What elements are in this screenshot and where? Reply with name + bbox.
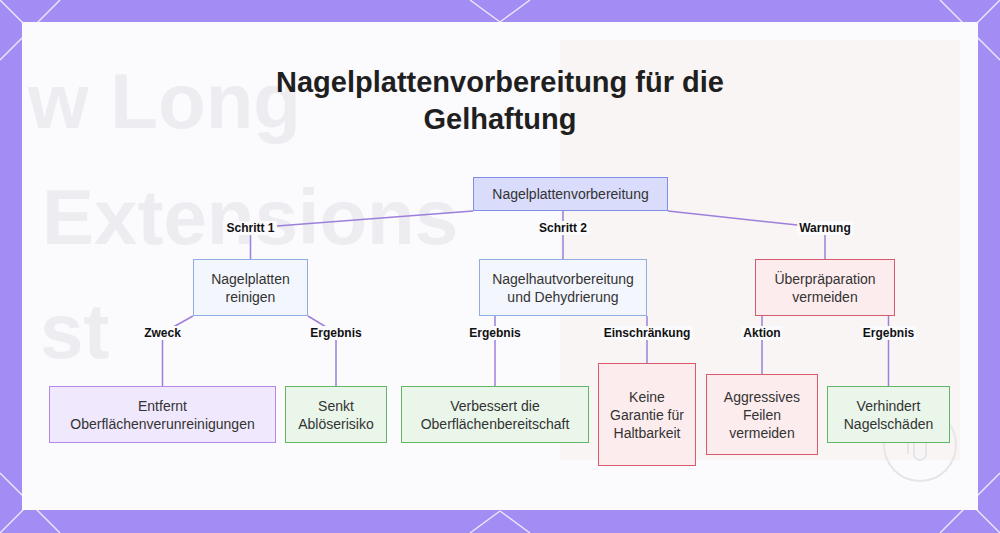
edge-label: Aktion (741, 326, 782, 340)
edge-label: Einschränkung (602, 326, 693, 340)
watermark-text: Extensions (42, 178, 458, 256)
white-card (22, 22, 978, 510)
node-label: Verhindert Nagelschäden (836, 397, 941, 433)
step-box: Nagelhautvorbereitung und Dehydrierung (479, 259, 647, 316)
warning-box: Aggressives Feilen vermeiden (706, 374, 818, 455)
node-label: Verbessert die Oberflächenbereitschaft (410, 397, 580, 433)
node-label: Überpräparation vermeiden (764, 270, 886, 306)
node-label: Keine Garantie für Haltbarkeit (607, 388, 687, 442)
warning-box: Überpräparation vermeiden (755, 259, 895, 316)
diagram-title: Nagelplattenvorbereitung für die Gelhaft… (200, 64, 800, 138)
edge-label: Schritt 1 (224, 221, 276, 235)
node-label: Nagelplatten reinigen (202, 270, 299, 306)
node-label: Senkt Ablöserisiko (294, 397, 378, 433)
result-box: Senkt Ablöserisiko (285, 386, 387, 443)
node-label: Nagelhautvorbereitung und Dehydrierung (488, 270, 638, 306)
edge-label: Schritt 2 (537, 221, 589, 235)
node-label: Aggressives Feilen vermeiden (715, 388, 809, 442)
connector-line (761, 316, 763, 374)
connector-line (251, 211, 474, 259)
connector-line (562, 211, 564, 259)
connector-line (668, 211, 825, 259)
edge-label: Ergebnis (467, 326, 522, 340)
result-box: Verhindert Nagelschäden (827, 386, 950, 443)
root-box: Nagelplattenvorbereitung (473, 177, 668, 211)
edge-label: Ergebnis (308, 326, 363, 340)
node-label: Nagelplattenvorbereitung (492, 185, 648, 203)
watermark-text: st (40, 292, 109, 370)
watermark-text: w Long (28, 62, 301, 140)
result-box: Verbessert die Oberflächenbereitschaft (401, 386, 589, 443)
step-box: Nagelplatten reinigen (193, 259, 308, 316)
edge-label: Ergebnis (861, 326, 916, 340)
node-label: Entfernt Oberflächenverunreinigungen (58, 397, 267, 433)
edge-label: Zweck (142, 326, 183, 340)
edge-label: Warnung (797, 221, 853, 235)
warning-box: Keine Garantie für Haltbarkeit (598, 363, 696, 466)
purpose-box: Entfernt Oberflächenverunreinigungen (49, 386, 276, 443)
